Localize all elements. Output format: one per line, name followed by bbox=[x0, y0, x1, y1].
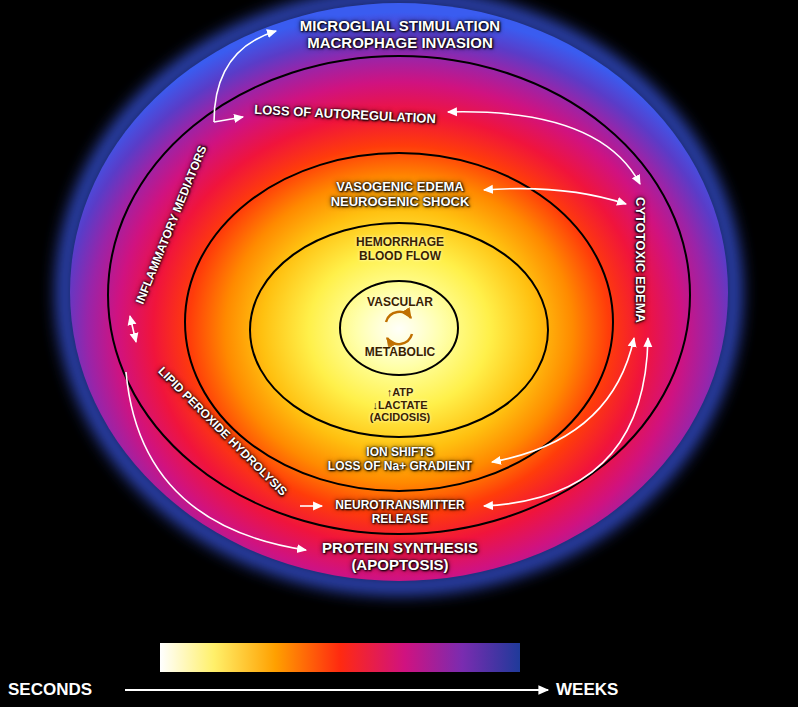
cascade-label: METABOLIC bbox=[365, 346, 435, 360]
flow-arrow bbox=[214, 117, 243, 122]
cascade-label: HEMORRHAGE BLOOD FLOW bbox=[356, 236, 444, 264]
flow-arrow bbox=[300, 505, 322, 507]
ring-band: HEMORRHAGE BLOOD FLOW ↑ATP ↓LACTATE (ACID… bbox=[249, 222, 549, 438]
ellipse-outline bbox=[339, 280, 459, 376]
flow-arrow bbox=[448, 112, 640, 184]
flow-arrow bbox=[126, 372, 306, 550]
flow-arrow bbox=[214, 31, 276, 122]
time-scale-label: WEEKS bbox=[556, 680, 618, 700]
flow-arrow bbox=[484, 189, 626, 204]
cascade-label: NEUROTRANSMITTER RELEASE bbox=[335, 499, 464, 527]
cycle-icon bbox=[386, 312, 412, 344]
time-color-bar bbox=[160, 643, 520, 672]
flow-arrow bbox=[130, 316, 136, 342]
cascade-label: ↑ATP ↓LACTATE (ACIDOSIS) bbox=[370, 386, 431, 424]
cascade-label: LOSS OF AUTOREGULATION bbox=[254, 103, 436, 127]
outer-glow-zone: MICROGLIAL STIMULATION MACROPHAGE INVASI… bbox=[69, 2, 729, 582]
cascade-label: LIPID PEROXIDE HYDROLYSIS bbox=[155, 365, 289, 499]
cascade-label: VASOGENIC EDEMA NEUROGENIC SHOCK bbox=[331, 180, 470, 210]
ring-band: VASOGENIC EDEMA NEUROGENIC SHOCK ION SHIF… bbox=[184, 152, 614, 492]
cascade-label: INFLAMMATORY MEDIATORS bbox=[134, 144, 210, 307]
cascade-label: MICROGLIAL STIMULATION MACROPHAGE INVASI… bbox=[300, 17, 500, 52]
time-arrow bbox=[125, 689, 548, 691]
flow-arrow bbox=[484, 338, 648, 506]
cascade-label: ION SHIFTS LOSS OF Na+ GRADIENT bbox=[328, 446, 472, 474]
ring-band: LOSS OF AUTOREGULATION INFLAMMATORY MEDIA… bbox=[107, 55, 691, 535]
cascade-label: CYTOTOXIC EDEMA bbox=[633, 197, 648, 323]
cascade-label: PROTEIN SYNTHESIS (APOPTOSIS) bbox=[322, 539, 478, 574]
core-circle: VASCULAR METABOLIC bbox=[339, 280, 459, 376]
cascade-label: VASCULAR bbox=[367, 296, 433, 310]
flow-arrow bbox=[492, 338, 634, 462]
time-scale-label: SECONDS bbox=[8, 680, 92, 700]
